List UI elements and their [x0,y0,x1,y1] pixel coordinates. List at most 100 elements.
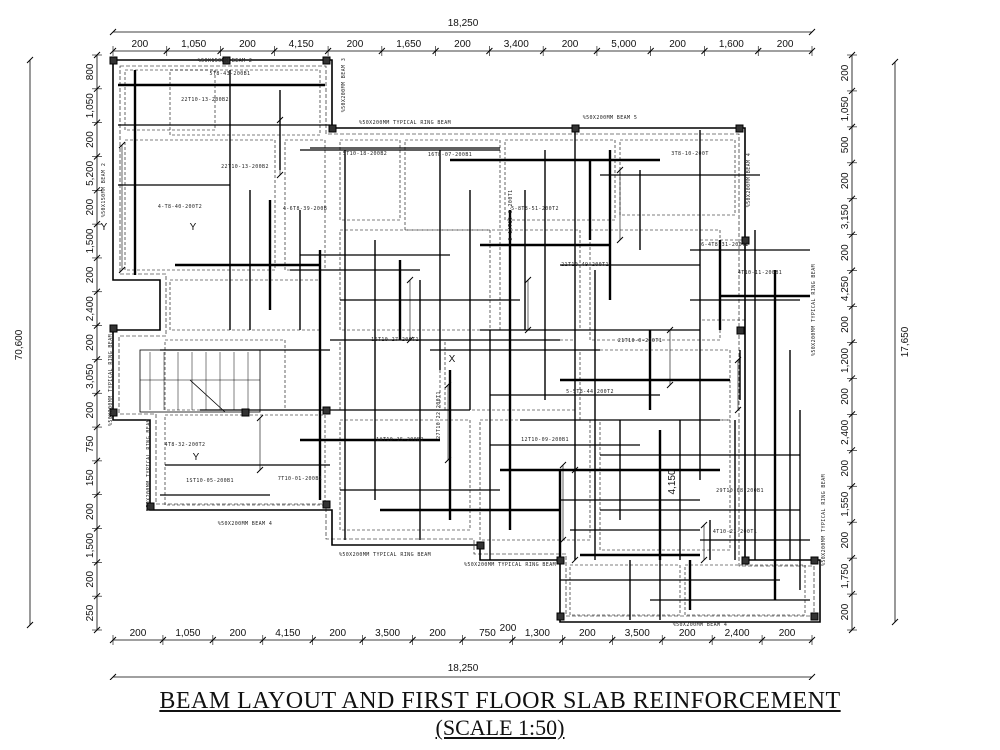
dim-tick [666,381,674,389]
dim-tick [808,28,816,36]
column-node [328,124,337,133]
right-dim-label: 1,550 [840,491,851,516]
left-dim-label: 200 [85,266,96,283]
section-marker-x: X [449,354,456,365]
dim-tick [666,326,674,334]
left-dim-label: 200 [85,401,96,418]
column-node [736,326,745,335]
stair-arrow [189,379,226,413]
dim-tick [109,28,117,36]
dim-tick [891,618,899,626]
beam-label: %50X150MM BEAM 2 [101,163,107,218]
left-dim-label: 2,400 [85,296,96,321]
left-dim-label: 750 [85,435,96,452]
slab-panel [339,419,471,531]
column-node [735,124,744,133]
bottom-dim-label: 200 [229,628,246,639]
left-dim-label: 1,050 [85,93,96,118]
rebar-label: 5T10-18-200B2 [343,151,387,157]
dim-tick [571,466,579,474]
top-dim-label: 200 [454,39,471,50]
dim-tick [700,556,708,564]
beam-label: %50X200MM BEAM 4 [746,153,752,208]
right-dim-label: 200 [840,531,851,548]
column-node [322,500,331,509]
top-dim-label: 1,600 [719,39,744,50]
beam-label: %50X200MM BEAM 5 [583,115,638,121]
section-marker-y-left: Y [101,222,108,233]
dim-tick [276,116,284,124]
beam-label: %50X150MM BEAM 2 [198,58,253,64]
rebar-label: 5-5T8-44-200T2 [566,389,614,395]
dim-tick [444,381,452,389]
plan-outline [112,59,821,623]
rebar-label: 12T10-09-200B1 [521,437,569,443]
right-dim-label: 200 [840,388,851,405]
stair-block [139,349,261,413]
beam-label: %50X200MM BEAM 3 [341,58,347,113]
rebar-label: 1AT10-15-200B2 [376,437,424,443]
top-dim-label: 5,000 [611,39,636,50]
slab-panel [339,139,401,221]
top-dim-label: 200 [669,39,686,50]
dim-tick [118,266,126,274]
right-dim-label: 200 [840,172,851,189]
top-dim-label: 4,150 [289,39,314,50]
dim-tick [444,456,452,464]
column-node [476,541,485,550]
right-dim-label: 4,250 [840,276,851,301]
column-node [109,56,118,65]
slab-panel [124,139,276,271]
bottom-dim-label: 200 [779,628,796,639]
right-dim-label: 200 [840,603,851,620]
top-dim-label: 200 [777,39,794,50]
rebar-label: 5T8-43-200B1 [210,71,251,77]
left-dim-label: 200 [85,503,96,520]
beam-label: %50X200MM TYPICAL RING BEAM [146,419,152,511]
dim-tick [616,166,624,174]
top-dim-label: 200 [132,39,149,50]
rebar-label: 8-14T10-8-200T1 [508,189,514,240]
rebar-label: 5-8T8-51-200T2 [511,206,559,212]
left-dim-label: 250 [85,604,96,621]
column-node [241,408,250,417]
dim-tick [559,461,567,469]
left-dim-label: 200 [85,334,96,351]
right-dim-label: 200 [840,64,851,81]
ring-beam-dashed [118,65,815,617]
column-node [322,56,331,65]
dim-tick [571,556,579,564]
column-node [571,124,580,133]
rebar-label: 4T10-11-200B1 [738,270,782,276]
dim-tick [256,414,264,422]
right-dim-label: 200 [840,244,851,261]
bottom-total-label: 18,250 [448,663,479,674]
dim-tick [26,621,34,629]
beam-label: %50X200MM BEAM 4 [218,521,273,527]
slab-panel [169,69,321,136]
right-dim-label: 1,200 [840,348,851,373]
column-node [741,556,750,565]
slab-panel [684,564,806,616]
left-dim-label: 200 [85,198,96,215]
right-dim-label: 200 [840,460,851,477]
dim-tick [118,141,126,149]
beam-label: %50X200MM TYPICAL RING BEAM [339,552,431,558]
section-marker-y-lower: Y [193,452,200,463]
floor-plan [109,56,821,623]
dim-tick [256,466,264,474]
column-node [556,612,565,621]
right-dim-label: 3,150 [840,204,851,229]
rebar-label: 27T10-22-200T1 [436,391,442,439]
dim-tick [524,326,532,334]
column-node [146,502,155,511]
dim-tick [406,276,414,284]
rebar-label: 21T10-49-200T1 [561,262,609,268]
dim-tick [616,236,624,244]
right-dim-label: 500 [840,136,851,153]
slab-panel [579,349,731,421]
left-dim-label: 3,050 [85,363,96,388]
center-dim-label: 4,150 [667,469,678,494]
left-dim-label: 150 [85,469,96,486]
